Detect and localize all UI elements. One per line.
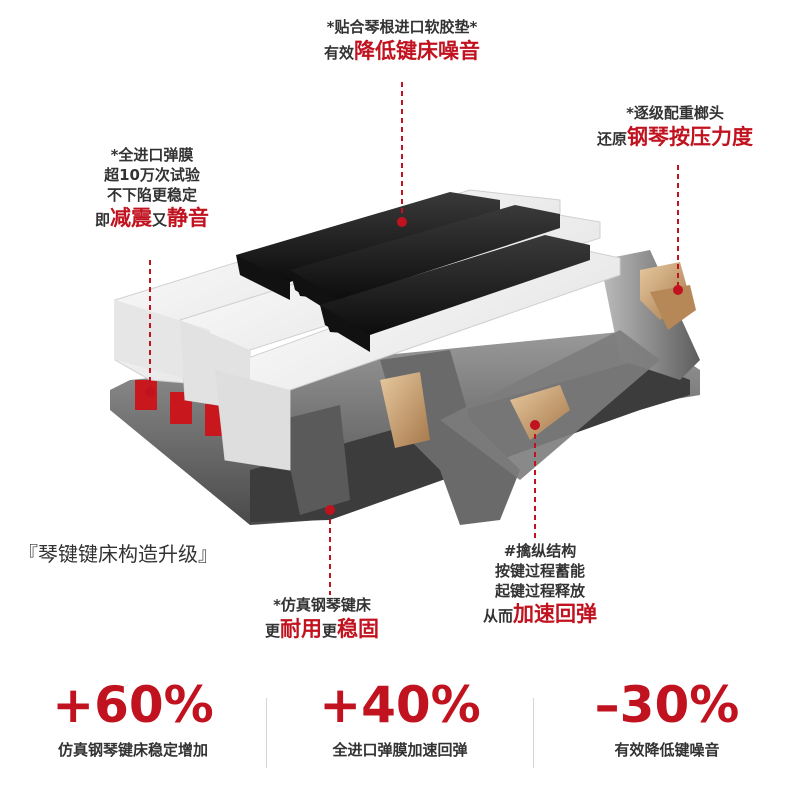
annotation-membrane-test: 超10万次试验 [104,165,200,184]
stat-stability: +60% 仿真钢琴键床稳定增加 [0,678,266,760]
stat-rebound-value: +40% [319,676,481,734]
annotation-escapement-title: #擒纵结构 [503,542,577,560]
stat-noise-label: 有效降低键噪音 [614,741,720,759]
annotation-key-bed: *仿真钢琴键床 更耐用更稳固 [222,596,422,644]
stat-noise: –30% 有效降低键噪音 [534,678,800,760]
annotation-membrane: *全进口弹膜 超10万次试验 不下陷更稳定 即减震又静音 [62,146,242,233]
stat-noise-value: –30% [594,676,740,734]
stat-rebound-label: 全进口弹膜加速回弹 [332,741,468,759]
annotation-hammer-desc: 还原钢琴按压力度 [596,124,753,149]
annotation-hammer-title: *逐级配重榔头 [626,104,724,122]
annotation-key-bed-title: *仿真钢琴键床 [273,596,371,614]
annotation-escapement: #擒纵结构 按键过程蓄能 起键过程释放 从而加速回弹 [440,542,640,629]
stat-stability-value: +60% [52,676,214,734]
leader-dots [145,217,683,515]
annotation-soft-pad-desc: 有效降低键床噪音 [323,38,480,63]
annotation-escapement-release: 起键过程释放 [494,581,585,600]
annotation-membrane-desc: 即减震又静音 [94,206,210,231]
annotation-membrane-stable: 不下陷更稳定 [106,185,197,204]
stats-row: +60% 仿真钢琴键床稳定增加 +40% 全进口弹膜加速回弹 –30% 有效降低… [0,678,800,788]
annotation-soft-pad-title: *贴合琴根进口软胶垫* [326,18,478,36]
annotation-key-bed-desc: 更耐用更稳固 [264,616,380,641]
section-title: 『琴键键床构造升级』 [18,542,218,566]
stat-rebound: +40% 全进口弹膜加速回弹 [267,678,533,760]
stat-divider [266,698,267,768]
leader-lines [149,82,679,595]
stat-stability-label: 仿真钢琴键床稳定增加 [57,741,208,759]
annotation-hammer: *逐级配重榔头 还原钢琴按压力度 [555,104,795,152]
stat-divider [533,698,534,768]
annotation-membrane-title: *全进口弹膜 [110,146,194,164]
annotation-escapement-desc: 从而加速回弹 [482,602,597,627]
annotation-escapement-store: 按键过程蓄能 [494,561,585,580]
black-keys [236,192,590,352]
annotation-soft-pad: *贴合琴根进口软胶垫* 有效降低键床噪音 [262,18,542,66]
